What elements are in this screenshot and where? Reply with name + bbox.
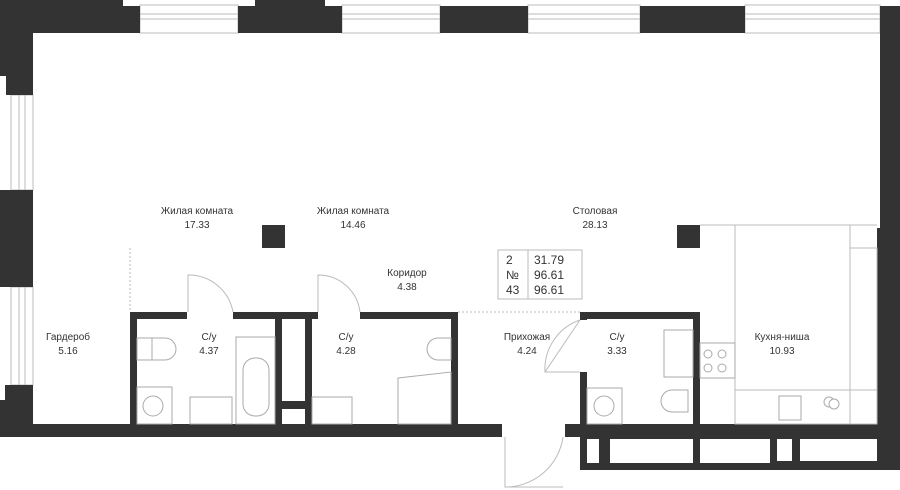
room-area: 4.24 (517, 346, 537, 357)
room-name: Жилая комната (161, 206, 234, 217)
toilet-icon (151, 337, 177, 361)
info-key: № (506, 268, 519, 282)
room-area: 4.38 (397, 282, 417, 293)
toilet-icon (660, 389, 689, 413)
room-area: 10.93 (769, 346, 794, 357)
zones (129, 224, 878, 425)
sink-icon (663, 329, 694, 378)
info-value: 31.79 (534, 253, 564, 267)
room-area: 28.13 (582, 220, 607, 231)
room-name: Столовая (573, 206, 618, 217)
room-area: 14.46 (340, 220, 365, 231)
bottom-slots (587, 439, 877, 463)
stove-icon (699, 342, 736, 379)
room-name: Гардероб (46, 331, 90, 343)
sink-icon (311, 396, 353, 425)
room-name: Прихожая (504, 332, 550, 343)
fixtures (136, 329, 840, 425)
kitchen-sink-icon (778, 395, 802, 421)
room-name: С/у (339, 332, 354, 343)
shower-icon (397, 371, 452, 425)
info-value: 96.61 (534, 283, 564, 297)
room-name: Жилая комната (317, 206, 390, 217)
windows (10, 4, 881, 386)
sink-icon (189, 396, 233, 425)
info-key: 2 (506, 253, 513, 267)
room-area: 17.33 (184, 220, 209, 231)
room-area: 5.16 (58, 346, 78, 357)
room-name: Коридор (387, 268, 427, 279)
room-area: 4.28 (336, 346, 356, 357)
room-name: Кухня-ниша (755, 332, 810, 343)
info-key: 43 (506, 283, 520, 297)
room-name: С/у (202, 332, 217, 343)
room-labels: Жилая комната 17.33 Жилая комната 14.46 … (46, 206, 810, 357)
apartment-info-table: 2 31.79 № 96.61 43 96.61 (497, 249, 583, 300)
doors (187, 274, 581, 488)
room-name: С/у (610, 332, 625, 343)
info-value: 96.61 (534, 268, 564, 282)
room-area: 4.37 (199, 346, 219, 357)
room-area: 3.33 (607, 346, 627, 357)
toilet-icon (426, 337, 452, 361)
